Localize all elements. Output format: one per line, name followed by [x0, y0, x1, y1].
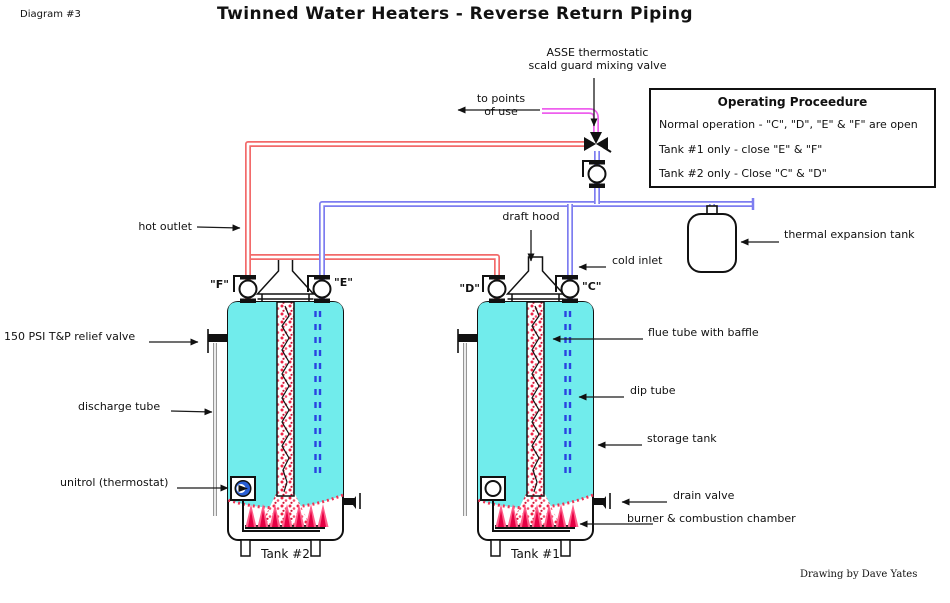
drain-valve-label: drain valve [673, 489, 735, 502]
unitrol-dial-tank2 [236, 481, 250, 496]
mixing-valve-label: ASSE thermostatic scald guard mixing val… [500, 46, 695, 72]
storage-tank-label: storage tank [647, 432, 717, 445]
cold-inlet-label: cold inlet [612, 254, 663, 267]
flue-tube-label: flue tube with baffle [648, 326, 759, 339]
operating-procedure-title: Operating Proceedure [717, 95, 868, 109]
dip-tube-label: dip tube [630, 384, 676, 397]
draft-hood-label: draft hood [502, 210, 560, 223]
procedure-line-normal: Normal operation - "C", "D", "E" & "F" a… [659, 118, 918, 131]
tank2-name: Tank #2 [261, 547, 310, 561]
diagram-number: Diagram #3 [20, 9, 81, 20]
thermal-expansion-tank [687, 205, 737, 273]
burner-label: burner & combustion chamber [627, 512, 796, 525]
mixing-valve-label-line1: ASSE thermostatic [546, 46, 649, 59]
mixing-valve [584, 132, 612, 153]
valve-tag-d: "D" [459, 282, 480, 295]
callout-arrows [149, 78, 779, 528]
tank-1 [456, 255, 612, 558]
tank-2 [206, 255, 362, 558]
procedure-line-tank1: Tank #1 only - close "E" & "F" [659, 143, 823, 156]
valve-tag-f: "F" [210, 278, 229, 291]
to-points-line2: of use [484, 105, 518, 118]
valve-f [233, 274, 258, 304]
hot-outlet-label: hot outlet [138, 220, 192, 233]
drawing-credit: Drawing by Dave Yates [800, 569, 918, 580]
procedure-line-tank2: Tank #2 only - Close "C" & "D" [659, 167, 827, 180]
page-title: Twinned Water Heaters - Reverse Return P… [217, 4, 693, 24]
operating-procedure-box: Operating Proceedure Normal operation - … [649, 88, 936, 188]
valve-d [482, 274, 507, 304]
tempered-water-pipe [542, 108, 599, 135]
relief-valve-label: 150 PSI T&P relief valve [4, 330, 136, 343]
tank1-name: Tank #1 [511, 547, 560, 561]
thermal-expansion-tank-label: thermal expansion tank [784, 228, 915, 241]
to-points-line1: to points [476, 92, 526, 105]
discharge-tube-label: discharge tube [78, 400, 161, 413]
valve-tag-c: "C" [582, 280, 602, 293]
mixing-valve-label-line2: scald guard mixing valve [528, 59, 667, 72]
valve-tag-e: "E" [334, 276, 353, 289]
unitrol-label: unitrol (thermostat) [60, 476, 169, 489]
to-points-of-use-label: to points of use [463, 92, 539, 118]
check-valve [582, 159, 607, 189]
